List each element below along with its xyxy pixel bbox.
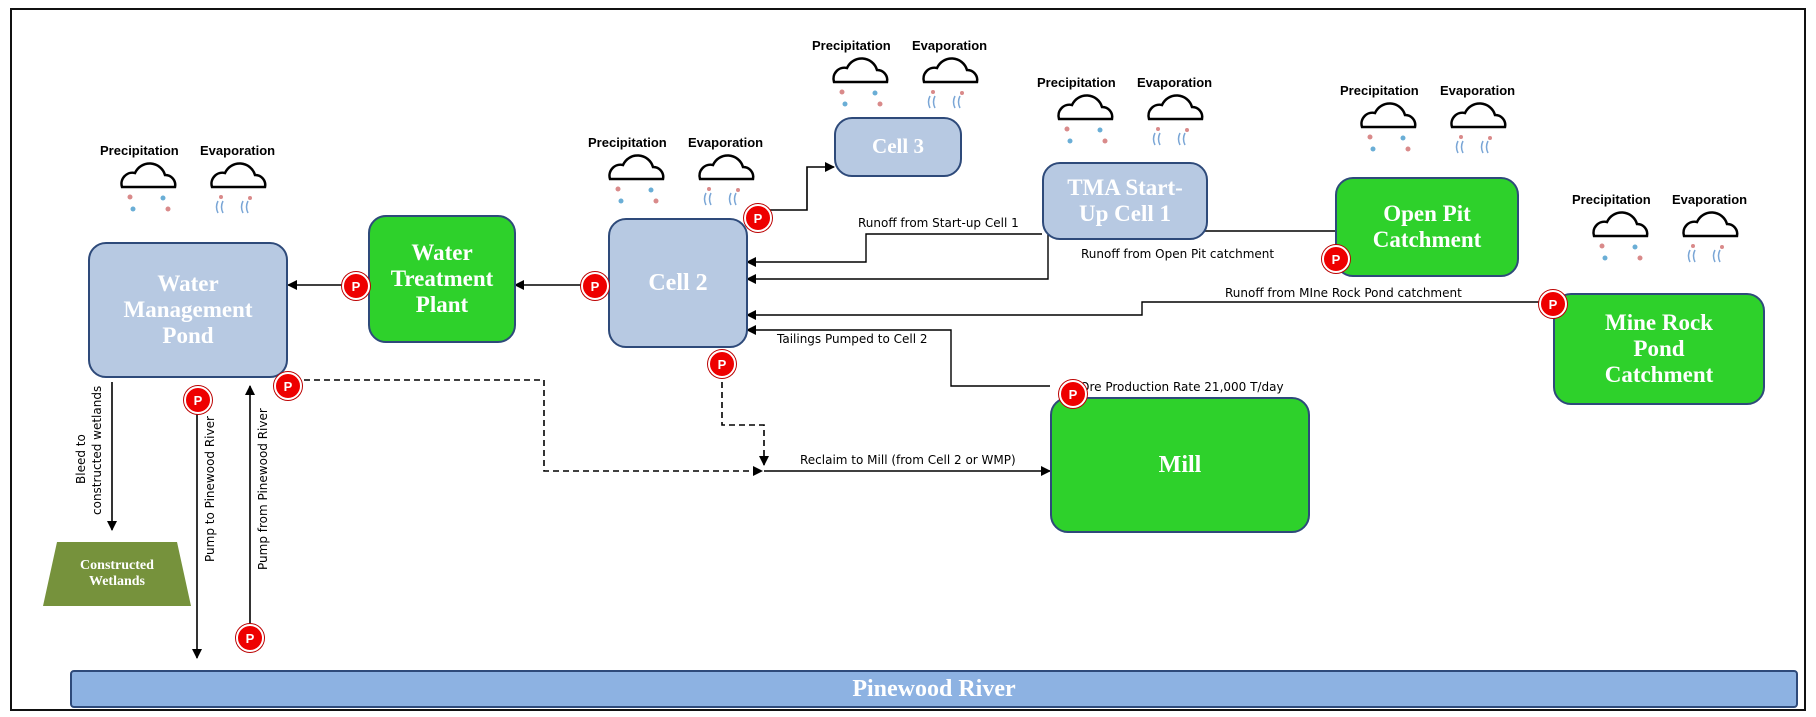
precipitation-label: Precipitation [588, 135, 667, 150]
evaporation-cloud-icon [1450, 102, 1507, 154]
pump-icon: P [184, 386, 212, 414]
evaporation-cloud-icon [1147, 94, 1204, 146]
pump-icon: P [744, 204, 772, 232]
evaporation-label: Evaporation [1440, 83, 1516, 98]
label-bleed-line2: constructed wetlands [90, 385, 104, 515]
label-ore-rate: Ore Production Rate 21,000 T/day [1080, 380, 1284, 394]
arrow-reclaim-cell2 [721, 372, 769, 466]
arrow-runoff-startup [746, 233, 1042, 267]
pinewood-river: Pinewood River [70, 670, 1798, 708]
rain-cloud-icon [832, 57, 889, 107]
evaporation-cloud-icon [922, 57, 979, 109]
rain-cloud-icon [1360, 102, 1417, 152]
label-pump-from-river: Pump from Pinewood River [256, 408, 270, 570]
label-runoff-mine-rock: Runoff from MIne Rock Pond catchment [1225, 286, 1462, 300]
arrow-cell2-to-cell3 [770, 162, 835, 211]
precipitation-label: Precipitation [1037, 75, 1116, 90]
rain-cloud-icon [120, 162, 177, 212]
label-pump-to-river: Pump to Pinewood River [203, 416, 217, 562]
evaporation-label: Evaporation [200, 143, 276, 158]
pump-icon: P [274, 372, 302, 400]
cell-3: Cell 3 [834, 117, 962, 177]
rain-cloud-icon [1592, 211, 1649, 261]
evaporation-cloud-icon [1682, 211, 1739, 263]
precipitation-label: Precipitation [100, 143, 179, 158]
evaporation-label: Evaporation [912, 38, 988, 53]
weather-group-cell3: Precipitation Evaporation [812, 38, 987, 118]
arrow-reclaim-wmp [304, 379, 763, 476]
pump-icon: P [1322, 245, 1350, 273]
evaporation-cloud-icon [698, 154, 755, 206]
label-reclaim: Reclaim to Mill (from Cell 2 or WMP) [800, 453, 1016, 467]
pump-icon: P [1539, 290, 1567, 318]
pump-icon: P [236, 624, 264, 652]
label-tailings: Tailings Pumped to Cell 2 [777, 332, 928, 346]
evaporation-label: Evaporation [1137, 75, 1213, 90]
weather-group-mine-rock: Precipitation Evaporation [1572, 192, 1747, 272]
arrow-tailings [746, 325, 1050, 387]
rain-cloud-icon [1057, 94, 1114, 144]
pump-icon: P [708, 350, 736, 378]
precipitation-label: Precipitation [812, 38, 891, 53]
pump-icon: P [1059, 380, 1087, 408]
weather-group-tma: Precipitation Evaporation [1037, 75, 1212, 155]
weather-group-cell2: Precipitation Evaporation [588, 135, 763, 215]
rain-cloud-icon [608, 154, 665, 204]
arrow-runoff-mine-rock [746, 301, 1552, 320]
weather-group-wmp: Precipitation Evaporation [100, 143, 275, 223]
mill: Mill [1050, 397, 1310, 533]
label-runoff-startup: Runoff from Start-up Cell 1 [858, 216, 1019, 230]
evaporation-label: Evaporation [1672, 192, 1748, 207]
pump-icon: P [342, 272, 370, 300]
evaporation-cloud-icon [210, 162, 267, 214]
pump-icon: P [581, 272, 609, 300]
evaporation-label: Evaporation [688, 135, 764, 150]
precipitation-label: Precipitation [1340, 83, 1419, 98]
label-bleed-line1: Bleed to [74, 434, 88, 484]
precipitation-label: Precipitation [1572, 192, 1651, 207]
label-runoff-open-pit: Runoff from Open Pit catchment [1081, 247, 1275, 261]
cell-2: Cell 2 [608, 218, 748, 348]
tma-startup-cell-1: TMA Start-Up Cell 1 [1042, 162, 1208, 240]
weather-group-open-pit: Precipitation Evaporation [1340, 83, 1515, 163]
